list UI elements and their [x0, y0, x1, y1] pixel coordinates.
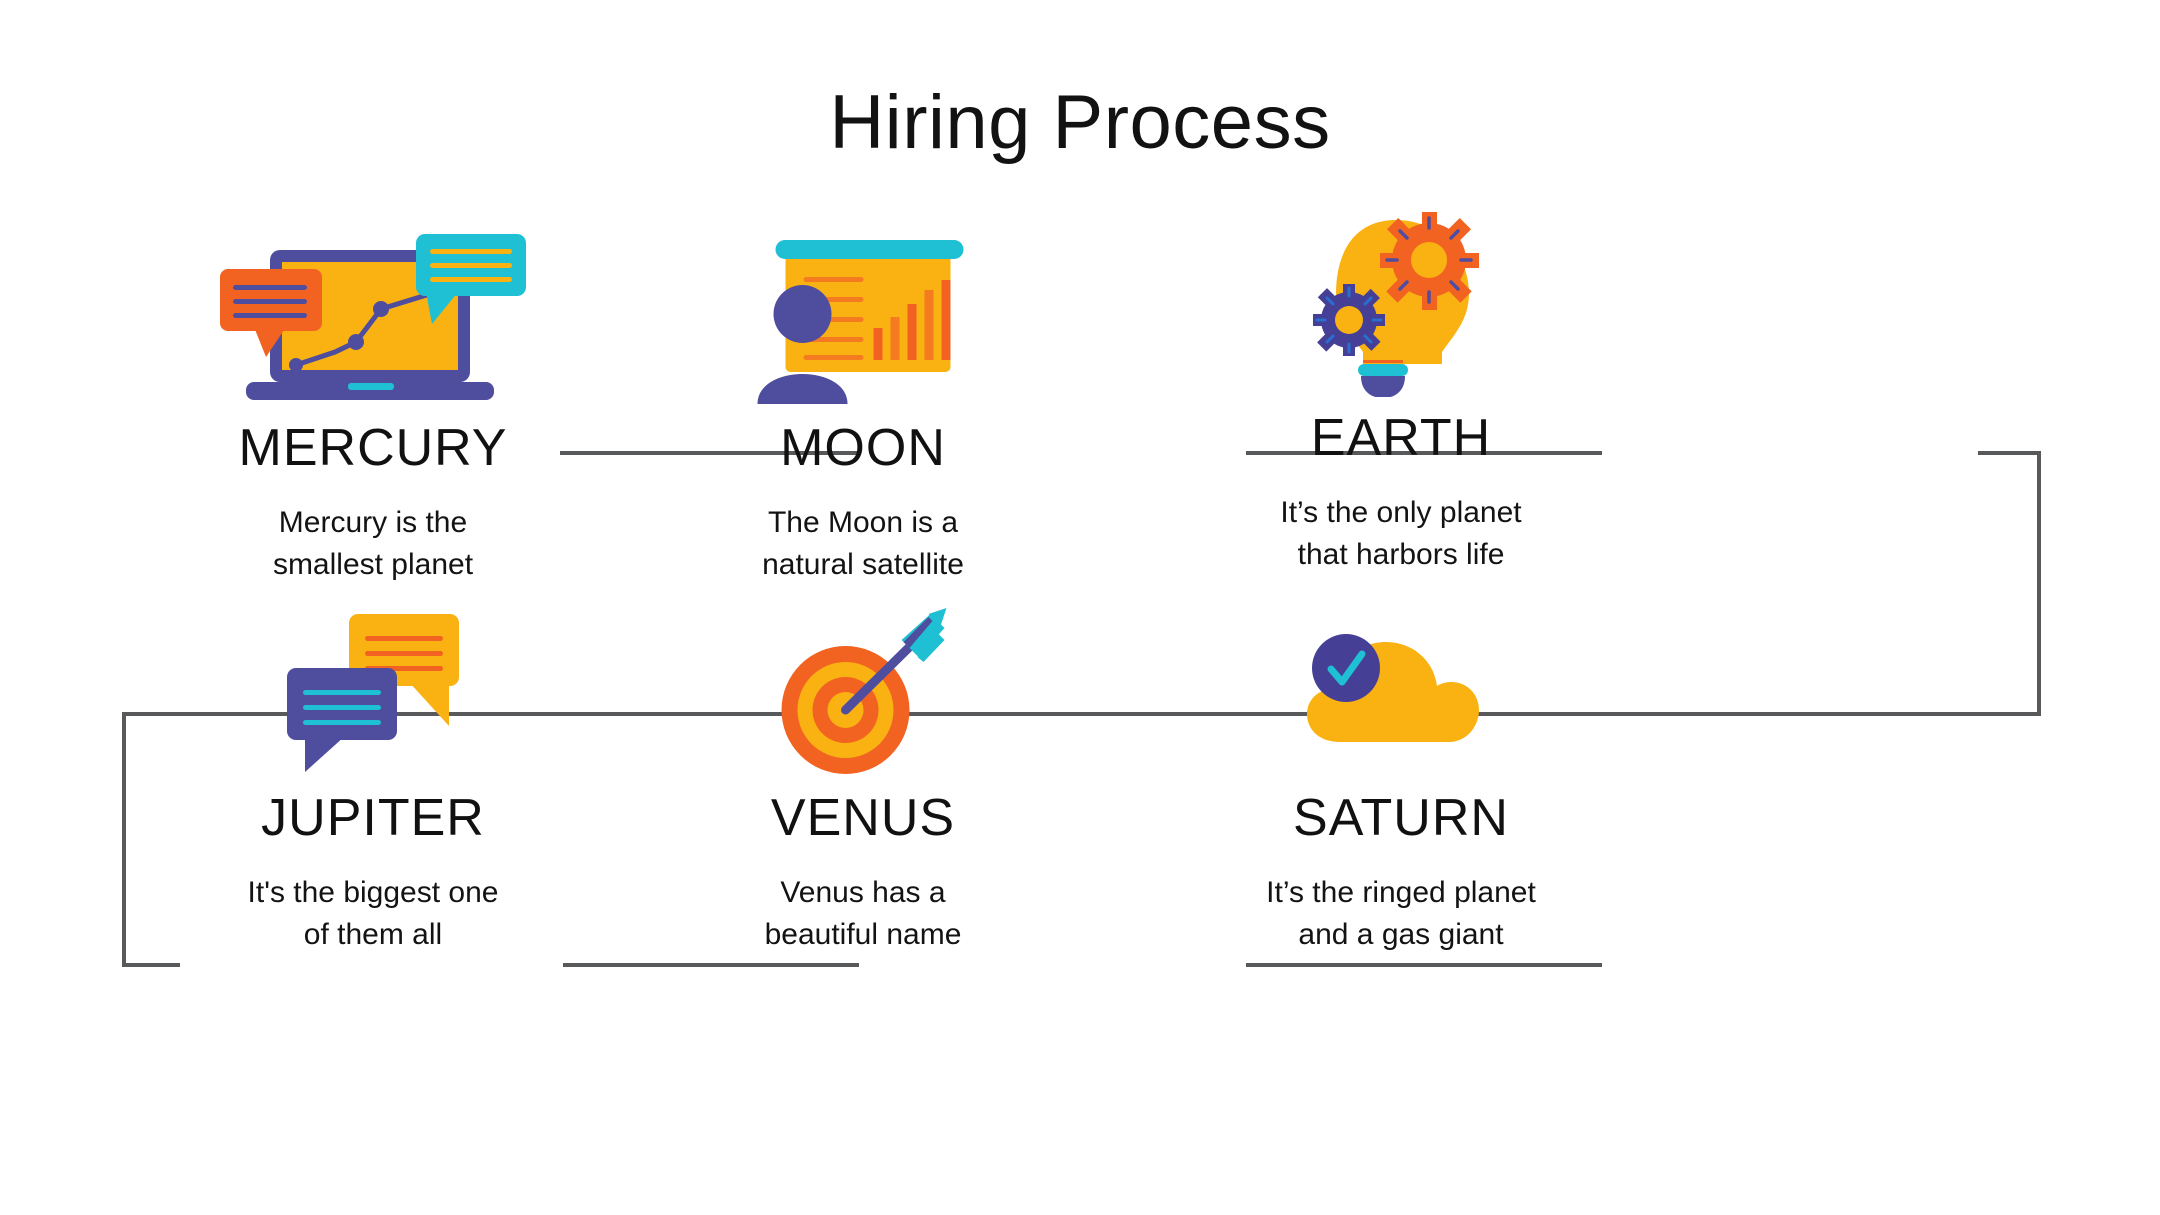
step-mercury: MERCURY Mercury is the smallest planet: [158, 222, 588, 587]
connector-jupiter-venus: [563, 963, 859, 967]
laptop-chat-chart-icon: [220, 234, 526, 400]
step-title-venus: VENUS: [770, 789, 956, 847]
connector-venus-saturn: [1246, 963, 1602, 967]
icon-wrap-moon: [648, 222, 1078, 407]
icon-wrap-venus: [648, 592, 1078, 777]
icon-wrap-mercury: [158, 222, 588, 407]
step-venus: VENUS Venus has a beautiful name: [648, 592, 1078, 957]
target-arrow-icon: [781, 608, 947, 774]
step-desc-mercury: Mercury is the smallest planet: [272, 505, 474, 582]
step-title-moon: MOON: [780, 419, 946, 477]
step-title-earth: EARTH: [1310, 409, 1492, 467]
icon-wrap-saturn: [1186, 592, 1616, 777]
page-title: Hiring Process: [829, 80, 1331, 165]
speech-bubbles-icon: [287, 614, 459, 772]
connector-earth-elbow-vertical: [2037, 451, 2041, 716]
step-saturn: SATURN It’s the ringed planet and a gas …: [1186, 592, 1616, 957]
connector-jupiter-elbow-bottom: [122, 963, 180, 967]
step-desc-jupiter: It's the biggest one of them all: [247, 875, 499, 952]
step-earth: EARTH It’s the only planet that harbors …: [1186, 212, 1616, 577]
step-desc-earth: It’s the only planet that harbors life: [1280, 495, 1522, 572]
connector-jupiter-elbow-vertical: [122, 712, 126, 967]
connector-row-bridge: [122, 712, 2041, 716]
step-jupiter: JUPITER It's the biggest one of them all: [158, 592, 588, 957]
presentation-person-icon: [757, 240, 964, 404]
connector-mercury-moon: [560, 451, 860, 455]
step-desc-venus: Venus has a beautiful name: [764, 875, 962, 952]
step-desc-moon: The Moon is a natural satellite: [762, 505, 964, 582]
icon-wrap-earth: [1186, 212, 1616, 397]
step-title-mercury: MERCURY: [238, 419, 508, 477]
icon-wrap-jupiter: [158, 592, 588, 777]
lightbulb-gears-icon: [1313, 212, 1479, 397]
step-title-jupiter: JUPITER: [261, 789, 485, 847]
step-moon: MOON The Moon is a natural satellite: [648, 222, 1078, 587]
cloud-check-icon: [1307, 634, 1479, 742]
step-title-saturn: SATURN: [1293, 789, 1509, 847]
step-desc-saturn: It’s the ringed planet and a gas giant: [1266, 875, 1536, 952]
connector-earth-elbow-top: [1978, 451, 2041, 455]
connector-moon-earth: [1246, 451, 1602, 455]
